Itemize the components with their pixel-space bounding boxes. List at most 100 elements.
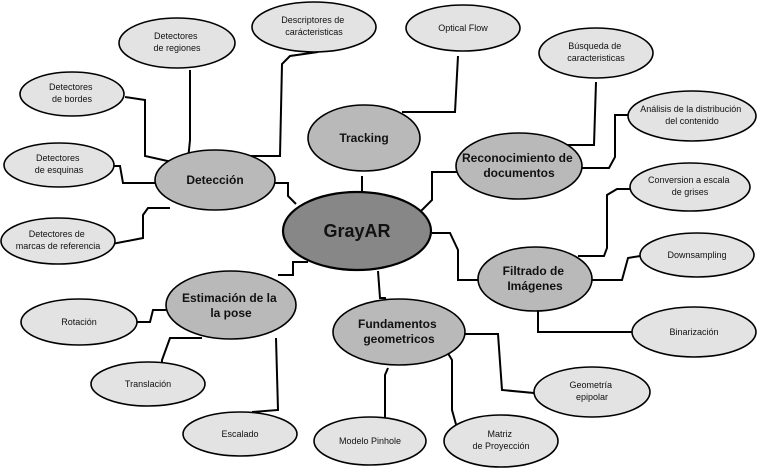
- svg-text:Detectores de marcas de: Detectores de marcas de referencia: [16, 229, 101, 251]
- edge-deteccion-esquinas: [113, 165, 155, 184]
- leaf-node-shape: [20, 298, 138, 346]
- edge-filtrado-downsampling: [586, 255, 641, 281]
- leaf-node-label: Binarización: [669, 327, 718, 337]
- main-node-label-line-1: Reconocimiento de: [462, 151, 573, 165]
- svg-text:Análisis de la distribución: Análisis de la distribución del contenid…: [640, 104, 744, 126]
- leaf-node-label-line-1: Detectores: [36, 153, 80, 163]
- main-node-label-line-2: documentos: [483, 166, 555, 180]
- main-node-estimacion: Estimación de la la pose: [165, 270, 297, 340]
- svg-text:Detección: Detección: [186, 173, 243, 187]
- main-node-shape: [477, 246, 593, 312]
- leaf-node-label-line-1: Detectores: [49, 82, 93, 92]
- leaf-node-label: Downsampling: [667, 250, 726, 260]
- leaf-node-label-line-2: epipolar: [576, 392, 608, 402]
- main-node-label: Detección: [186, 173, 243, 187]
- leaf-node-shape: [19, 71, 125, 117]
- leaf-node-label: Escalado: [221, 429, 258, 439]
- edge-deteccion-regiones: [187, 70, 191, 161]
- leaf-node-det-regiones: Detectores de regiones: [118, 17, 236, 69]
- main-node-shape: [332, 298, 466, 366]
- leaf-node-busqueda: Búsqueda de caracteristicas: [538, 27, 654, 79]
- leaf-node-shape: [533, 366, 651, 418]
- leaf-node-label-line-1: Detectores: [154, 31, 198, 41]
- leaf-node-shape: [3, 142, 115, 188]
- svg-text:Detectores de esquinas: Detectores de esquinas: [35, 153, 84, 175]
- svg-text:Tracking: Tracking: [339, 131, 388, 145]
- svg-text:Matriz de Proyección: Matriz de Proyección: [472, 429, 529, 451]
- svg-text:Optical Flow: Optical Flow: [438, 23, 488, 33]
- main-node-label-line-1: Filtrado de: [503, 264, 565, 278]
- edge-reconocimiento-busqueda: [560, 81, 597, 146]
- leaf-node-shape: [629, 162, 751, 212]
- leaf-node-downsampling: Downsampling: [639, 232, 755, 278]
- main-node-fundamentos: Fundamentos geometricos: [332, 298, 466, 366]
- leaf-node-label-line-2: de bordes: [52, 94, 93, 104]
- leaf-node-shape: [90, 361, 206, 407]
- leaf-node-label-line-2: marcas de referencia: [16, 241, 101, 251]
- edge-estimacion-escalado: [251, 337, 280, 413]
- main-node-label-line-2: la pose: [210, 306, 252, 320]
- leaf-node-label: Translación: [125, 379, 171, 389]
- main-node-shape: [307, 104, 421, 172]
- svg-text:Escalado: Escalado: [221, 429, 258, 439]
- leaf-node-label-line-1: Detectores de: [29, 229, 85, 239]
- main-node-label-line-1: Fundamentos: [358, 317, 437, 331]
- main-node-label-line-1: Estimación de la: [182, 291, 277, 305]
- leaf-node-label: Modelo Pinhole: [339, 436, 401, 446]
- leaf-node-shape: [118, 17, 236, 69]
- main-node-deteccion: Detección: [154, 149, 276, 211]
- svg-text:Binarización: Binarización: [669, 327, 718, 337]
- leaf-node-shape: [313, 416, 427, 466]
- main-node-shape: [455, 132, 583, 200]
- svg-text:Rotación: Rotación: [61, 317, 97, 327]
- leaf-node-label-line-1: Descriptores de: [281, 15, 344, 25]
- leaf-node-pinhole: Modelo Pinhole: [313, 416, 427, 466]
- leaf-node-label-line-2: de Proyección: [472, 441, 529, 451]
- leaf-node-geometria: Geometría epipolar: [533, 366, 651, 418]
- svg-text:Búsqueda de caracteristi: Búsqueda de caracteristicas: [567, 41, 625, 63]
- main-node-reconocimiento: Reconocimiento de documentos: [455, 132, 583, 200]
- main-node-label-line-2: Imágenes: [507, 279, 563, 293]
- leaf-node-label-line-1: Búsqueda de: [568, 41, 621, 51]
- center-node-shape: [281, 190, 433, 272]
- leaf-node-shape: [631, 306, 757, 358]
- leaf-node-label-line-1: Geometría: [569, 380, 612, 390]
- edge-fundamentos-matriz: [445, 349, 458, 429]
- edge-estimacion-rotacion: [136, 309, 166, 323]
- leaf-node-label-line-2: del contenido: [665, 116, 719, 126]
- leaf-node-descriptores: Descriptores de carácteristicas: [251, 1, 377, 53]
- edge-filtrado-conversion: [578, 188, 630, 257]
- edge-deteccion-descriptores: [240, 51, 319, 157]
- main-node-shape: [165, 270, 297, 340]
- edge-tracking-opticalflow: [402, 55, 459, 113]
- edge-center-estimacion: [278, 261, 308, 276]
- leaf-node-optical-flow: Optical Flow: [405, 4, 521, 52]
- leaf-node-shape: [182, 411, 298, 457]
- leaf-node-analisis: Análisis de la distribución del contenid…: [627, 90, 757, 142]
- leaf-node-label: Rotación: [61, 317, 97, 327]
- edge-center-filtrado: [432, 232, 478, 281]
- leaf-node-label-line-2: carácteristicas: [285, 27, 343, 37]
- leaf-node-label-line-1: Conversion a escala: [648, 175, 730, 185]
- leaf-node-matriz: Matriz de Proyección: [443, 414, 559, 468]
- svg-text:Reconocimiento de docume: Reconocimiento de documentos: [462, 151, 576, 180]
- leaf-node-traslacion: Translación: [90, 361, 206, 407]
- leaf-node-det-esquinas: Detectores de esquinas: [3, 142, 115, 188]
- main-node-shape: [154, 149, 276, 211]
- leaf-node-label: Optical Flow: [438, 23, 488, 33]
- leaf-node-shape: [627, 90, 757, 142]
- edge-fundamentos-pinhole: [384, 367, 389, 423]
- leaf-node-shape: [639, 232, 755, 278]
- svg-text:Downsampling: Downsampling: [667, 250, 726, 260]
- main-node-tracking: Tracking: [307, 104, 421, 172]
- center-node-grayar: GrayAR: [281, 190, 433, 272]
- leaf-node-shape: [405, 4, 521, 52]
- main-node-filtrado: Filtrado de Imágenes: [477, 246, 593, 312]
- center-node-label: GrayAR: [323, 221, 390, 241]
- main-node-label-line-2: geometricos: [363, 332, 435, 346]
- leaf-node-label-line-2: de esquinas: [35, 165, 84, 175]
- leaf-node-binarizacion: Binarización: [631, 306, 757, 358]
- svg-text:Fundamentos geometricos: Fundamentos geometricos: [358, 317, 440, 346]
- leaf-node-shape: [251, 1, 377, 53]
